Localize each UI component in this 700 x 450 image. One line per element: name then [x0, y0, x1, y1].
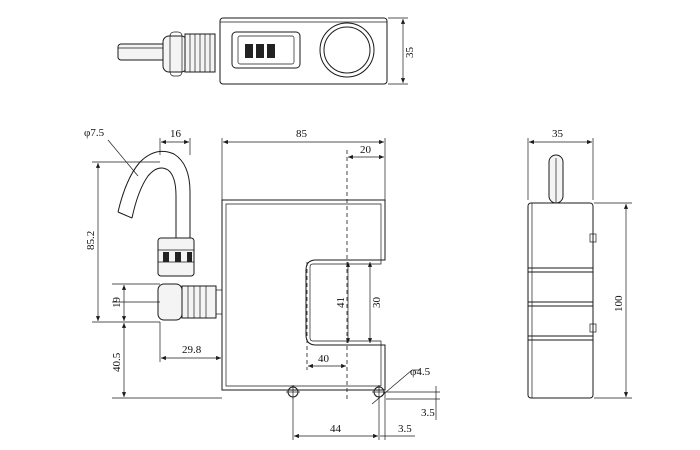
dim-slot-offset: 20: [360, 144, 372, 156]
dim-hole-spacing: 44: [330, 423, 342, 435]
dim-lower-height: 40.5: [111, 352, 123, 372]
side-view: 35 100: [527, 128, 632, 399]
dim-connector-height: 85.2: [85, 231, 97, 250]
dim-slot-width: 30: [371, 297, 383, 309]
dim-overall-width: 85: [296, 128, 308, 140]
dim-connector-offset: 16: [170, 128, 182, 140]
dim-cable-diameter: φ7.5: [84, 127, 105, 139]
dim-slot-depth: 41: [335, 297, 347, 308]
dim-side-width: 35: [552, 128, 564, 140]
top-view: 35: [117, 17, 416, 85]
dim-side-height: 100: [613, 295, 625, 312]
dim-hole-diameter: φ4.5: [410, 366, 431, 378]
dim-slot-length: 40: [318, 353, 330, 365]
dim-edge-offset-side: 3.5: [421, 407, 435, 419]
front-view: 85 20 16 41 30 40 φ7.5: [84, 127, 440, 440]
dim-connector-depth: 29.8: [182, 344, 202, 356]
dim-edge-offset-bottom: 3.5: [398, 423, 412, 435]
dim-top-height: 35: [404, 47, 416, 59]
